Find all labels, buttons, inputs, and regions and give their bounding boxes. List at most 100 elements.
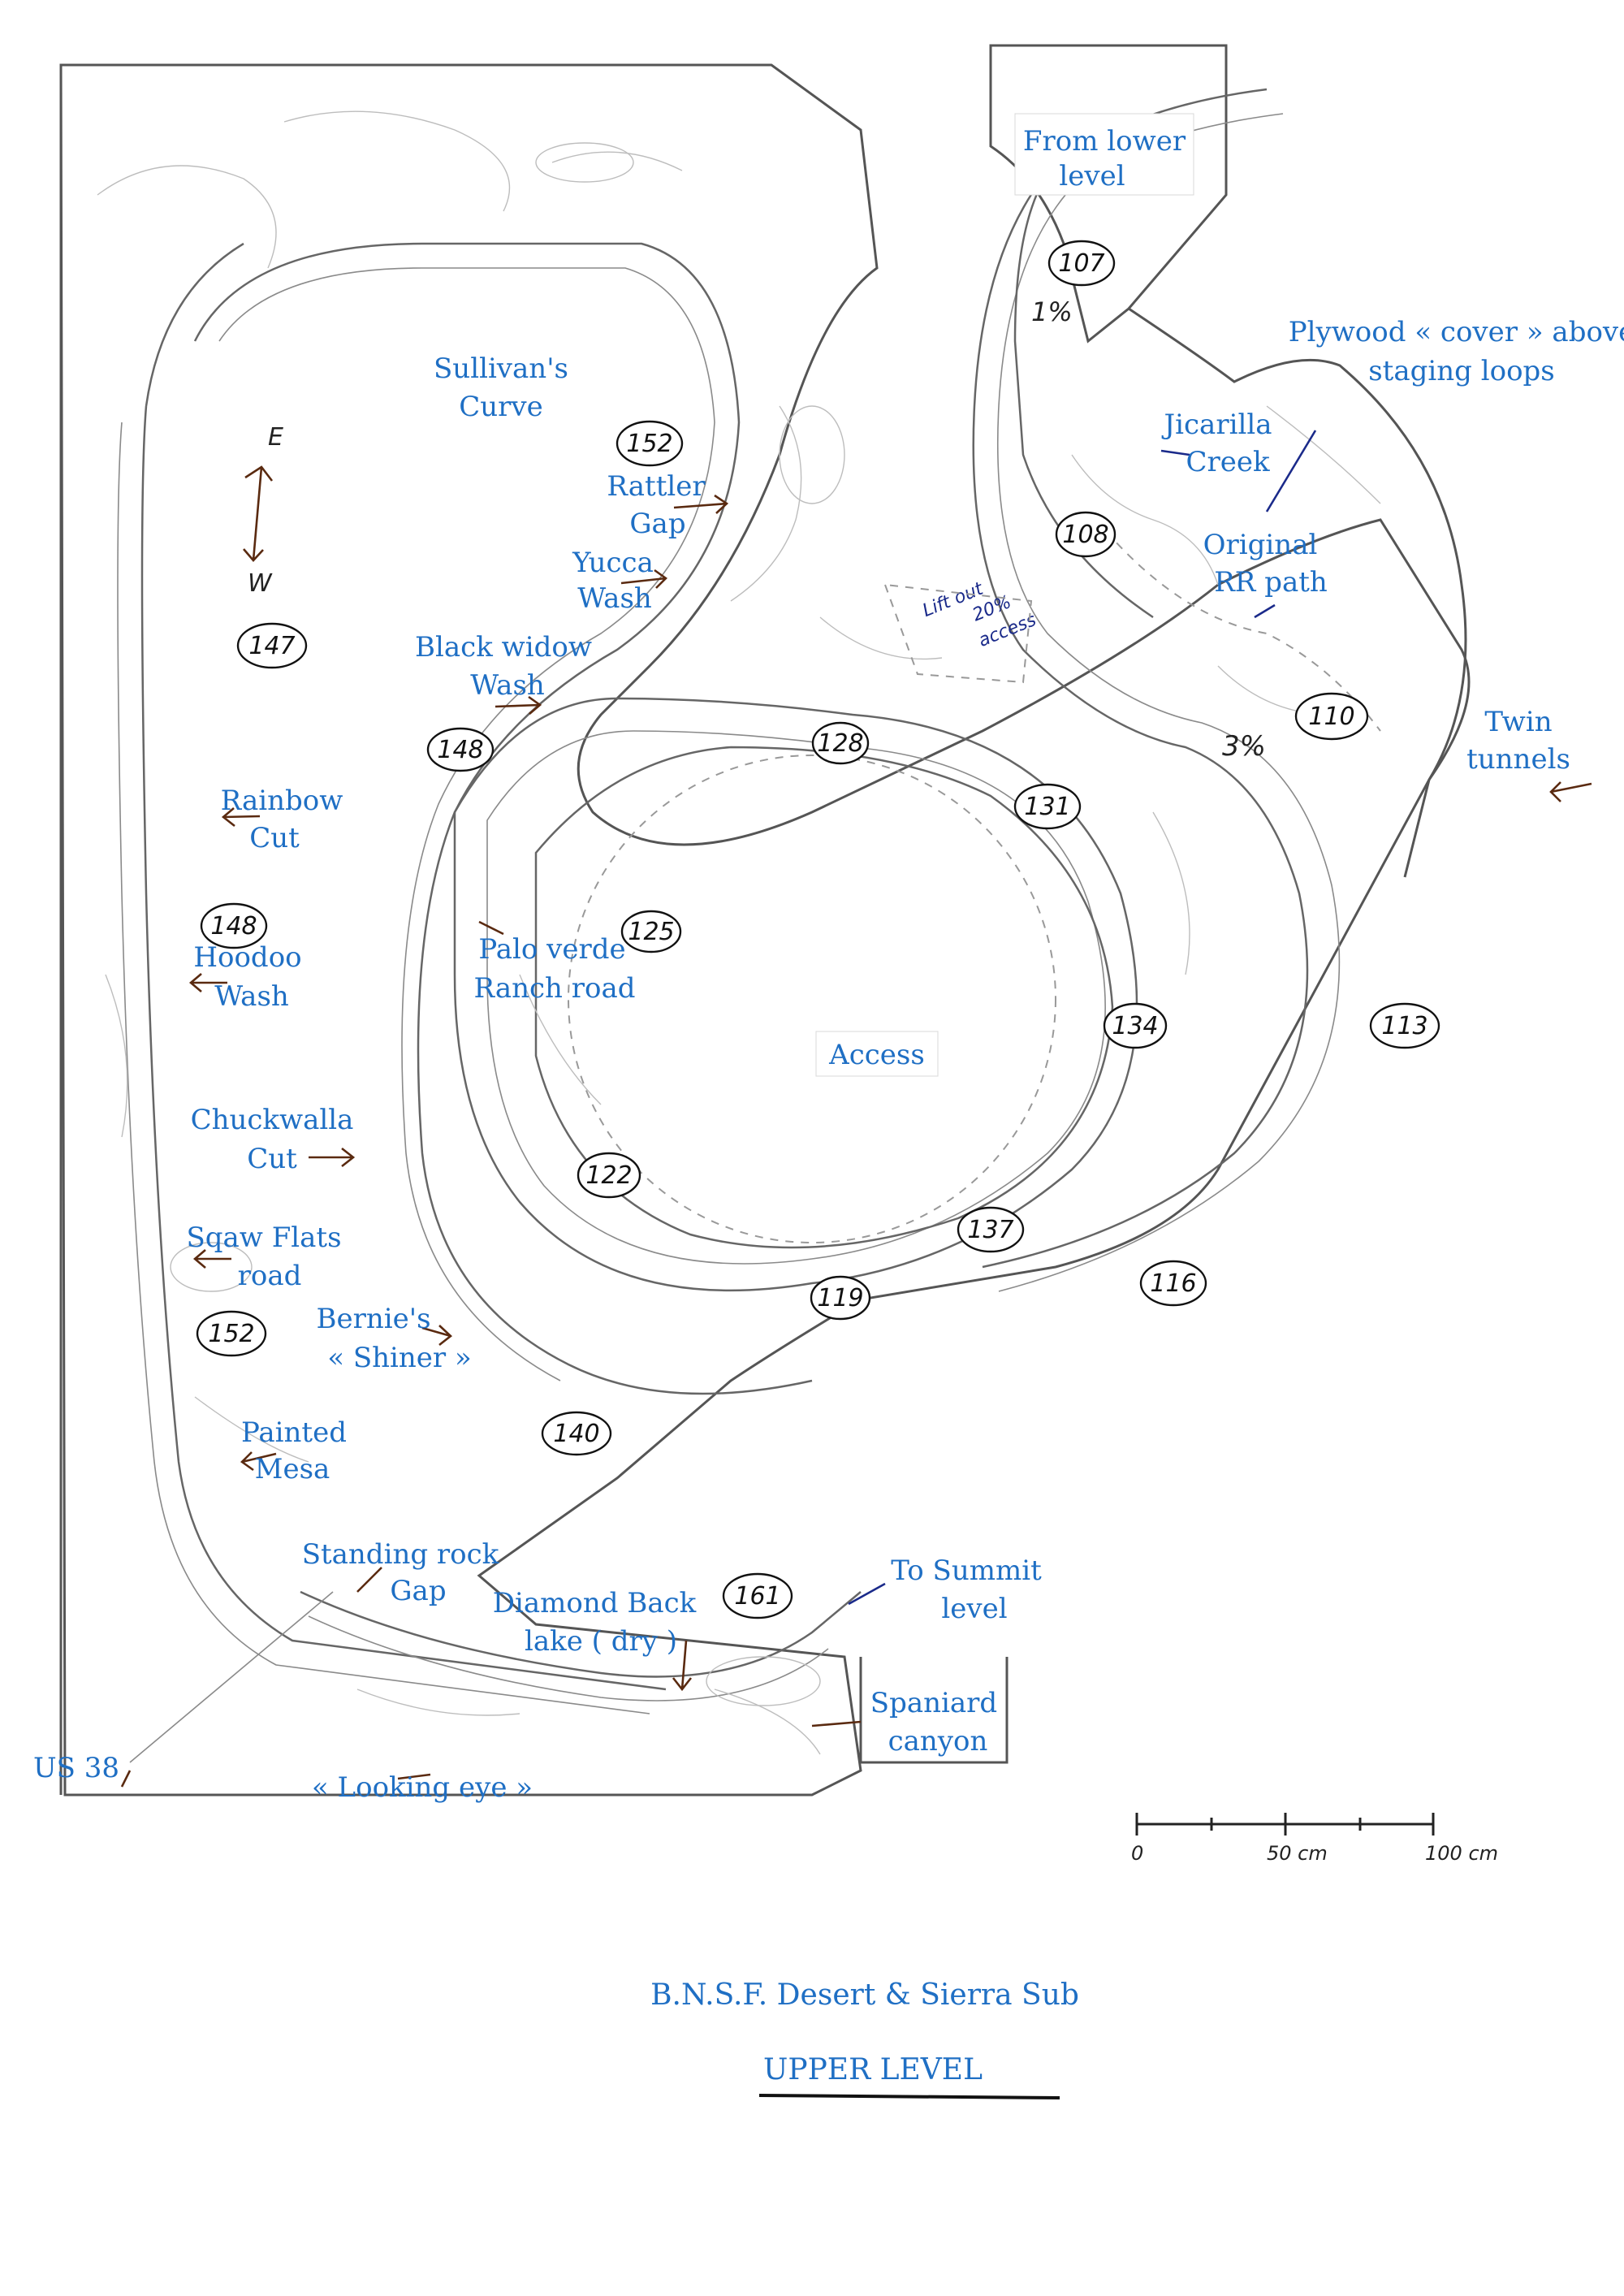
elevation-134: 134 [1103,1002,1168,1049]
label-black-widow-wash: Black widow [415,631,592,664]
grade-1-percent: 1% [1031,296,1073,327]
label-chuckwalla-cut: Chuckwalla [191,1104,354,1136]
svg-text:122: 122 [585,1161,632,1190]
label-jicarilla-creek: Jicarilla [1162,409,1272,441]
title-line-1: B.N.S.F. Desert & Sierra Sub [650,1978,1079,2012]
svg-text:107: 107 [1058,249,1104,278]
svg-text:137: 137 [967,1216,1013,1244]
svg-text:125: 125 [628,918,674,946]
track-right-ascent [972,88,1381,1292]
label-sqaw-flats-road: Sqaw Flats [186,1222,341,1254]
label-plywood-cover-2: staging loops [1368,355,1555,387]
label-hoodoo-wash-2: Wash [214,980,289,1013]
title-line-2: UPPER LEVEL [763,2053,983,2086]
elevation-markers: 107 152 108 147 148 128 131 110 148 125 … [196,240,1440,1619]
label-sullivans-curve-2: Curve [459,391,543,423]
elevation-131: 131 [1013,783,1082,830]
label-yucca-wash: Yucca [572,547,654,579]
label-bernies-shiner: Bernie's [316,1303,430,1335]
label-spaniard-canyon: Spaniard [870,1687,997,1719]
liftout-note: Lift out 20% access [920,578,1039,651]
scale-zero: 0 [1131,1842,1143,1865]
svg-text:152: 152 [208,1320,254,1348]
label-painted-mesa: Painted [241,1416,347,1449]
label-us-38: US 38 [33,1752,119,1784]
elevation-147: 147 [236,622,308,669]
label-twin-tunnels-2: tunnels [1466,743,1570,776]
svg-text:116: 116 [1150,1269,1196,1298]
elevation-119: 119 [810,1275,871,1321]
elevation-152-left: 152 [196,1310,267,1357]
label-rainbow-cut-2: Cut [249,822,300,854]
svg-text:140: 140 [553,1420,599,1448]
elevation-152-top: 152 [615,420,684,467]
scale-50cm: 50 cm [1267,1842,1328,1865]
elevation-125: 125 [620,910,682,953]
label-painted-mesa-2: Mesa [255,1453,330,1485]
scenery-sketch [97,110,1381,1755]
svg-text:134: 134 [1112,1012,1158,1040]
label-rattler-gap: Rattler [607,470,706,503]
elevation-148-left: 148 [200,902,268,949]
svg-text:148: 148 [210,912,257,940]
label-chuckwalla-cut-2: Cut [247,1143,297,1175]
label-access: Access [828,1039,925,1071]
label-palo-verde-ranch-road: Palo verde [478,933,625,966]
svg-text:128: 128 [817,729,863,758]
label-twin-tunnels: Twin [1484,706,1552,738]
elevation-161: 161 [722,1572,793,1619]
svg-text:148: 148 [437,736,483,764]
label-from-lower-level-2: level [1059,160,1125,192]
track-central-loop [453,697,1138,1292]
grade-3-percent: 3% [1222,730,1266,763]
label-spaniard-canyon-2: canyon [888,1725,988,1758]
compass-east: E [268,423,283,452]
svg-text:113: 113 [1381,1012,1427,1040]
label-standing-rock-gap: Standing rock [302,1538,499,1571]
svg-text:161: 161 [734,1582,780,1611]
elevation-113: 113 [1369,1002,1440,1049]
elevation-137: 137 [957,1206,1025,1253]
title-block: B.N.S.F. Desert & Sierra Sub UPPER LEVEL [650,1978,1079,2099]
scale-bar: 0 50 cm 100 cm [1131,1813,1498,1865]
label-bernies-shiner-2: « Shiner » [327,1342,472,1374]
location-labels: From lower level Plywood « cover » above… [33,113,1624,1804]
svg-text:108: 108 [1062,521,1108,549]
elevation-122: 122 [577,1152,641,1199]
elevation-148-center: 148 [426,727,495,772]
elevation-140: 140 [541,1411,612,1456]
svg-text:110: 110 [1308,703,1354,731]
elevation-128: 128 [811,721,870,765]
label-original-rr-path-2: RR path [1214,566,1328,599]
label-black-widow-wash-2: Wash [470,669,545,702]
elevation-110: 110 [1294,692,1369,741]
label-sqaw-flats-road-2: road [238,1260,302,1292]
compass-west: W [248,569,273,598]
elevation-107: 107 [1047,240,1116,287]
label-diamond-back-lake: Diamond Back [493,1587,697,1619]
label-plywood-cover: Plywood « cover » above [1289,316,1624,348]
label-yucca-wash-2: Wash [577,582,652,615]
label-diamond-back-lake-2: lake ( dry ) [525,1625,677,1658]
svg-text:119: 119 [817,1284,863,1312]
svg-text:131: 131 [1024,793,1070,821]
track-mainline [117,242,862,1763]
pointer-arrows [120,430,1592,1788]
baseboard-outlines [59,44,1471,1797]
svg-text:152: 152 [626,430,672,458]
label-sullivans-curve: Sullivan's [434,352,568,385]
svg-text:147: 147 [248,632,295,660]
label-standing-rock-gap-2: Gap [390,1575,446,1607]
label-palo-verde-ranch-road-2: Ranch road [473,972,635,1005]
label-to-summit-level: To Summit [891,1554,1042,1587]
compass: E W [243,423,283,598]
scale-100cm: 100 cm [1425,1842,1498,1865]
label-from-lower-level: From lower [1023,125,1186,158]
label-looking-eye: « Looking eye » [312,1771,533,1804]
label-rainbow-cut: Rainbow [221,785,343,817]
label-original-rr-path: Original [1203,529,1318,561]
label-jicarilla-creek-2: Creek [1186,446,1270,478]
label-rattler-gap-2: Gap [629,508,685,540]
elevation-108: 108 [1055,511,1116,558]
